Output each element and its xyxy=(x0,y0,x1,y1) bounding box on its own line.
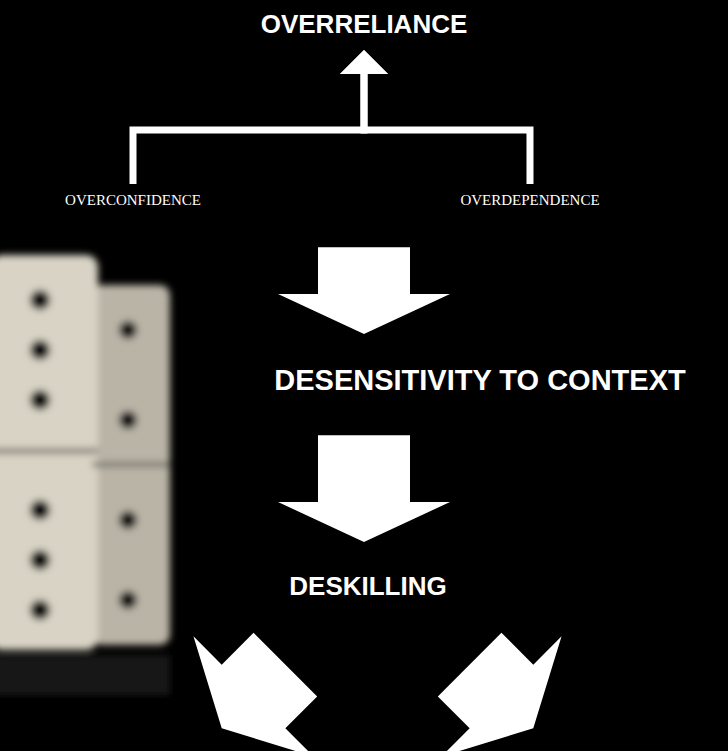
connector xyxy=(278,435,450,542)
stage-label: DESKILLING xyxy=(283,568,452,606)
node-text: DESENSITIVITY TO CONTEXT xyxy=(274,364,685,397)
stage-label: DESENSITIVITY TO CONTEXT xyxy=(268,360,691,401)
connector xyxy=(278,247,450,334)
node-text: DESKILLING xyxy=(289,572,446,602)
domino-illustration xyxy=(0,255,170,695)
cause-label: OVERCONFIDENCE xyxy=(59,188,207,213)
node-text: OVERRELIANCE xyxy=(261,10,468,40)
cause-label: OVERDEPENDENCE xyxy=(454,188,605,213)
outcome-label: OVERRELIANCE xyxy=(255,6,474,44)
connector xyxy=(133,50,388,184)
node-text: OVERDEPENDENCE xyxy=(460,192,599,209)
split-arrows xyxy=(162,605,594,751)
connector xyxy=(340,50,530,184)
node-text: OVERCONFIDENCE xyxy=(65,192,201,209)
